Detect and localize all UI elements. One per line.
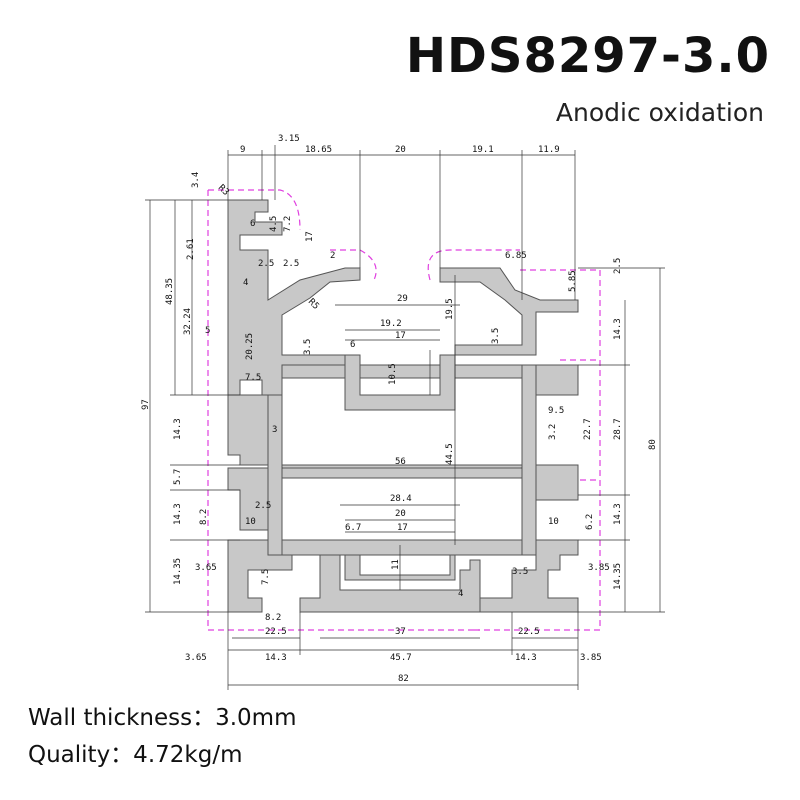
dim-interior-33: 10	[548, 517, 559, 527]
dim-bottom-2: 45.7	[390, 653, 412, 663]
dim-left-7: 14.35	[173, 558, 183, 585]
dim-interior-18: 2	[330, 251, 335, 261]
dim-interior-17: 6	[350, 340, 355, 350]
dim-interior-4: 28.4	[390, 494, 412, 504]
dim-interior-2: 17	[395, 331, 406, 341]
dim-interior-8: 44.5	[445, 443, 455, 465]
dim-interior-1: 19.2	[380, 319, 402, 329]
dim-interior-5: 20	[395, 509, 406, 519]
dim-interior-16: 2.5	[255, 501, 271, 511]
dim-left-3: 20.25	[245, 333, 255, 360]
slot-outline	[207, 189, 601, 631]
dim-right-3: 14.3	[613, 318, 623, 340]
dim-interior-14: 3.5	[491, 328, 501, 344]
dim-interior-34: 2.5	[258, 259, 274, 269]
dim-left-4: 14.3	[173, 418, 183, 440]
dim-interior-23: 2.5	[283, 259, 299, 269]
dim-interior-25: 7.5	[245, 373, 261, 383]
dim-interior-9: 19.5	[445, 298, 455, 320]
dim-interior-27: 3.85	[588, 563, 610, 573]
dim-right-6: 14.35	[613, 563, 623, 590]
dim-interior-7: 6.7	[345, 523, 361, 533]
dim-top-3: 20	[395, 145, 406, 155]
dim-left-0: 97	[141, 399, 151, 410]
dim-right-7: 22.7	[583, 418, 593, 440]
dim-left-8: 3.4	[191, 172, 201, 188]
dim-interior-6: 17	[397, 523, 408, 533]
dim-bottom-9: 8.2	[265, 613, 281, 623]
dim-bottom-5: 82	[398, 674, 409, 684]
dim-bottom-3: 14.3	[515, 653, 537, 663]
dim-right-2: 5.85	[568, 270, 578, 292]
dim-left-2: 32.24	[183, 308, 193, 335]
dim-interior-13: 7.5	[261, 569, 271, 585]
dim-left-10: 5	[205, 326, 210, 336]
dim-left-6: 14.3	[173, 503, 183, 525]
quality-spec: Quality：4.72kg/m	[28, 742, 243, 768]
dim-top-1: 3.15	[278, 134, 300, 144]
dim-interior-37: R3	[216, 183, 231, 198]
dim-interior-29: 6.85	[505, 251, 527, 261]
dim-interior-20: 7.2	[283, 216, 293, 232]
dim-bottom-4: 3.85	[580, 653, 602, 663]
finish-subtitle: Anodic oxidation	[555, 98, 764, 127]
dim-bottom-7: 37	[395, 627, 406, 637]
dim-interior-12: 11	[391, 559, 401, 570]
dim-right-1: 2.5	[613, 258, 623, 274]
dim-right-8: 3.2	[548, 424, 558, 440]
dim-interior-24: 6	[250, 219, 255, 229]
dim-interior-26: 3.65	[195, 563, 217, 573]
dim-left-1: 48.35	[165, 278, 175, 305]
dim-interior-35: 3	[272, 425, 277, 435]
dim-interior-21: 4.5	[269, 216, 279, 232]
dim-right-5: 14.3	[613, 503, 623, 525]
dim-interior-31: 8.2	[199, 509, 209, 525]
dim-top-2: 18.65	[305, 145, 332, 155]
dim-interior-32: 10	[245, 517, 256, 527]
dim-interior-10: 10.5	[388, 363, 398, 385]
dim-bottom-1: 14.3	[265, 653, 287, 663]
dim-interior-0: 29	[397, 294, 408, 304]
dim-bottom-6: 22.5	[265, 627, 287, 637]
dim-interior-11: 3.5	[303, 339, 313, 355]
dimension-lines	[145, 145, 665, 690]
dim-right-4: 28.7	[613, 418, 623, 440]
product-model-title: HDS8297-3.0	[405, 28, 770, 84]
dim-bottom-8: 22.5	[518, 627, 540, 637]
dim-top-5: 11.9	[538, 145, 560, 155]
dim-interior-19: 4	[243, 278, 248, 288]
dim-interior-30: 6.2	[585, 514, 595, 530]
dim-interior-22: 17	[305, 231, 315, 242]
dim-left-5: 5.7	[173, 469, 183, 485]
dim-top-0: 9	[240, 145, 245, 155]
dim-interior-28: 3.5	[512, 567, 528, 577]
dim-top-4: 19.1	[472, 145, 494, 155]
dim-interior-3: 56	[395, 457, 406, 467]
dimension-labels: 9 3.15 18.65 20 19.1 11.9 97 48.35 32.24…	[141, 134, 658, 684]
dim-bottom-0: 3.65	[185, 653, 207, 663]
aluminium-profile	[227, 199, 579, 613]
dim-right-0: 80	[648, 439, 658, 450]
dim-left-9: 2.61	[186, 238, 196, 260]
dim-interior-15: 9.5	[548, 406, 564, 416]
dim-interior-36: 4	[458, 589, 463, 599]
wall-thickness-spec: Wall thickness：3.0mm	[28, 705, 297, 731]
